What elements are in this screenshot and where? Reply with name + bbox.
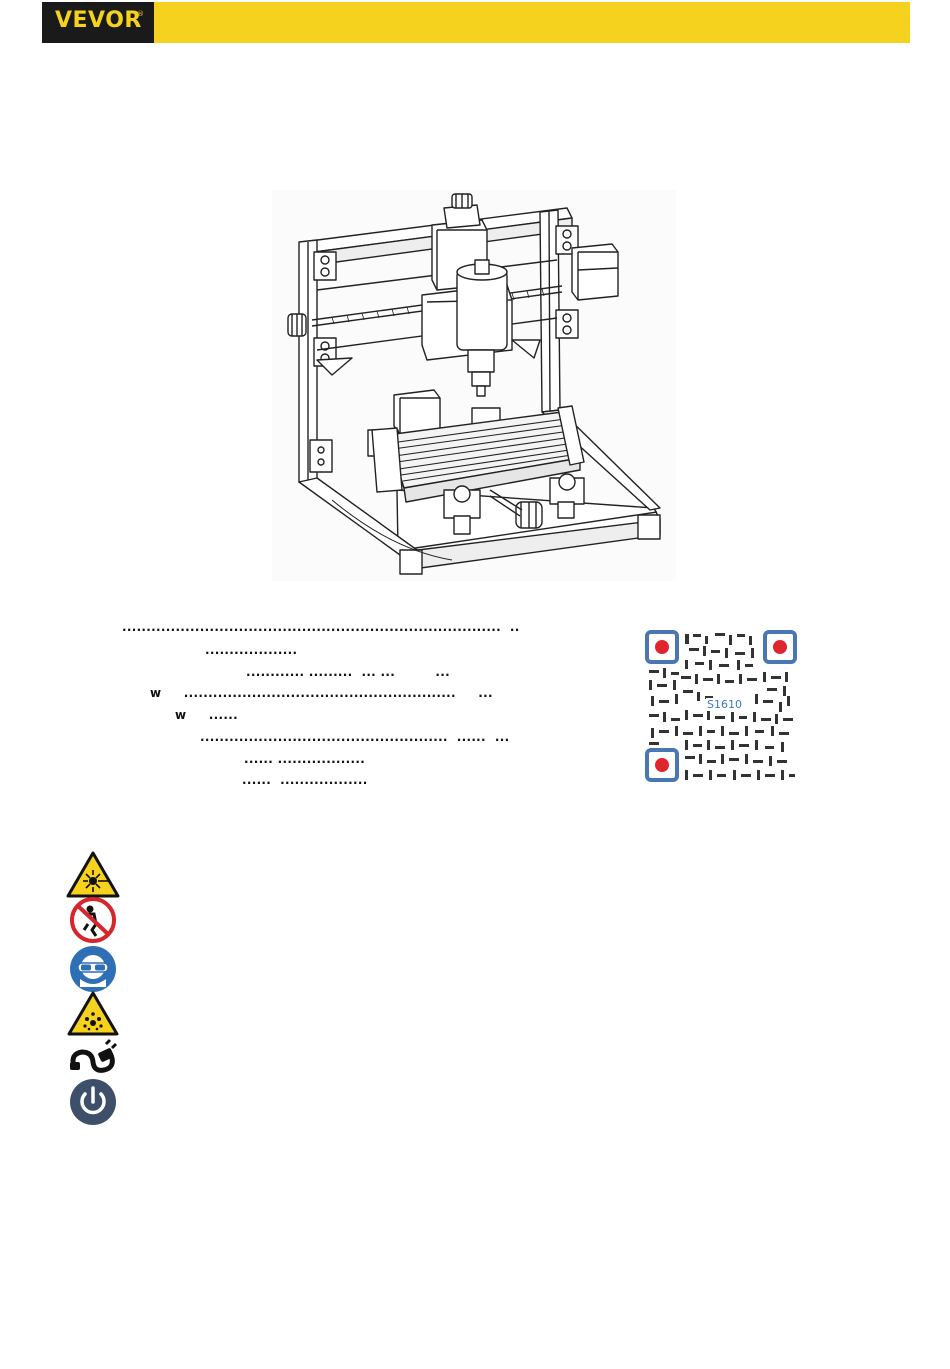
brand-name: VEVOR	[55, 8, 142, 33]
cnc-machine-illustration	[272, 190, 676, 581]
brand-header: VEVOR ®	[42, 2, 910, 43]
brand-registered-mark: ®	[137, 10, 144, 18]
index-line-3: ............ ......... ... ... ...	[246, 665, 450, 679]
index-line-1: ........................................…	[122, 620, 520, 634]
index-line-2: ...................	[205, 643, 298, 657]
index-line-5: w ......	[175, 708, 238, 722]
no-children-icon	[66, 896, 120, 944]
index-line-6: ........................................…	[200, 730, 510, 744]
unplug-icon	[66, 1036, 120, 1084]
laser-warning-icon	[66, 851, 120, 899]
brand-logo: VEVOR ®	[42, 2, 154, 43]
power-icon	[66, 1078, 120, 1126]
explosion-warning-icon	[66, 990, 120, 1038]
wear-goggles-icon	[66, 945, 120, 993]
index-line-4: w ......................................…	[150, 686, 493, 700]
index-line-8: ...... ..................	[242, 773, 368, 787]
index-line-7: ...... ..................	[244, 752, 366, 766]
qr-code-label: S1610	[706, 698, 743, 711]
